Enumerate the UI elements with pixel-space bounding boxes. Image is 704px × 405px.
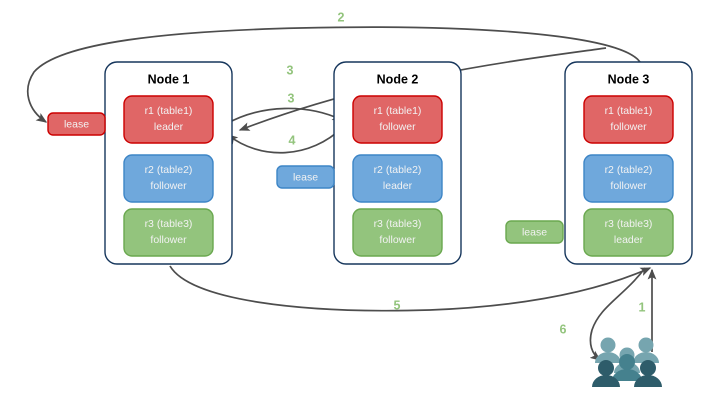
node-2-replica-r1[interactable]: r1 (table1) follower — [352, 95, 443, 144]
step-number-4: 4 — [289, 133, 296, 147]
lease-badge-green-box — [505, 220, 564, 244]
lease-badge-red[interactable]: lease — [47, 112, 106, 136]
node-3-replica-r3-box — [583, 208, 674, 257]
users-group-icon — [592, 337, 662, 387]
node-1-replica-r1[interactable]: r1 (table1) leader — [123, 95, 214, 144]
step-number-5: 5 — [394, 298, 401, 312]
node-1-replica-r2-role: follower — [150, 180, 187, 192]
node-2-replica-r3-box — [352, 208, 443, 257]
lease-badge-blue-box — [276, 165, 335, 189]
node-1-replica-r1-role: leader — [154, 121, 184, 133]
node-1-replica-r3-name: r3 (table3) — [145, 218, 193, 230]
node-2-replica-r2-role: leader — [383, 180, 413, 192]
node-2-replica-r3-role: follower — [379, 234, 416, 246]
node-3-replica-r1-name: r1 (table1) — [605, 105, 653, 117]
node-2-replica-r2[interactable]: r2 (table2) leader — [352, 154, 443, 203]
node-2-replica-r1-name: r1 (table1) — [374, 105, 422, 117]
step-number-1: 1 — [639, 300, 646, 314]
node-1-replica-r3-role: follower — [150, 234, 187, 246]
step-number-6: 6 — [560, 322, 567, 336]
node-3-replica-r2-name: r2 (table2) — [605, 164, 653, 176]
flow-arrow-3b — [225, 107, 344, 125]
flow-arrow-6 — [589, 267, 646, 361]
node-3-replica-r1[interactable]: r1 (table1) follower — [583, 95, 674, 144]
lease-badge-red-label: lease — [64, 118, 89, 130]
step-number-2: 2 — [338, 10, 345, 24]
node-1-replica-r1-name: r1 (table1) — [145, 105, 193, 117]
step-number-3b: 3 — [288, 91, 295, 105]
node-2-replica-r2-box — [352, 154, 443, 203]
node-3-replica-r2-role: follower — [610, 180, 647, 192]
node-3-replica-r3-name: r3 (table3) — [605, 218, 653, 230]
node-3-replica-r2[interactable]: r2 (table2) follower — [583, 154, 674, 203]
node-2-replica-r3[interactable]: r3 (table3) follower — [352, 208, 443, 257]
step-number-3a: 3 — [287, 63, 294, 77]
node-3-replica-r3-role: leader — [614, 234, 644, 246]
node-1-replica-r2[interactable]: r2 (table2) follower — [123, 154, 214, 203]
node-1-replica-r2-name: r2 (table2) — [145, 164, 193, 176]
node-2-title: Node 2 — [377, 72, 419, 86]
node-3-replica-r1-role: follower — [610, 121, 647, 133]
lease-badge-green-label: lease — [522, 226, 547, 238]
node-1-replica-r3-box — [123, 208, 214, 257]
flow-arrow-4 — [226, 125, 345, 154]
node-3-title: Node 3 — [608, 72, 650, 86]
flow-arrow-5 — [169, 265, 652, 312]
node-3[interactable]: Node 3 r1 (table1) follower r2 (table2) … — [564, 61, 693, 265]
node-1-replica-r3[interactable]: r3 (table3) follower — [123, 208, 214, 257]
lease-badge-green[interactable]: lease — [505, 220, 564, 244]
lease-badge-blue[interactable]: lease — [276, 165, 335, 189]
node-1-replica-r1-box — [123, 95, 214, 144]
node-1[interactable]: Node 1 r1 (table1) leader r2 (table2) fo… — [104, 61, 233, 265]
node-2-replica-r1-box — [352, 95, 443, 144]
lease-badge-red-box — [47, 112, 106, 136]
node-1-replica-r2-box — [123, 154, 214, 203]
node-2-replica-r1-role: follower — [379, 121, 416, 133]
node-2-replica-r2-name: r2 (table2) — [374, 164, 422, 176]
node-1-title: Node 1 — [148, 72, 190, 86]
flow-arrow-2 — [26, 26, 641, 123]
node-3-replica-r3[interactable]: r3 (table3) leader — [583, 208, 674, 257]
node-3-replica-r1-box — [583, 95, 674, 144]
node-2[interactable]: Node 2 r1 (table1) follower r2 (table2) … — [333, 61, 462, 265]
lease-badge-blue-label: lease — [293, 171, 318, 183]
node-3-replica-r2-box — [583, 154, 674, 203]
node-2-replica-r3-name: r3 (table3) — [374, 218, 422, 230]
